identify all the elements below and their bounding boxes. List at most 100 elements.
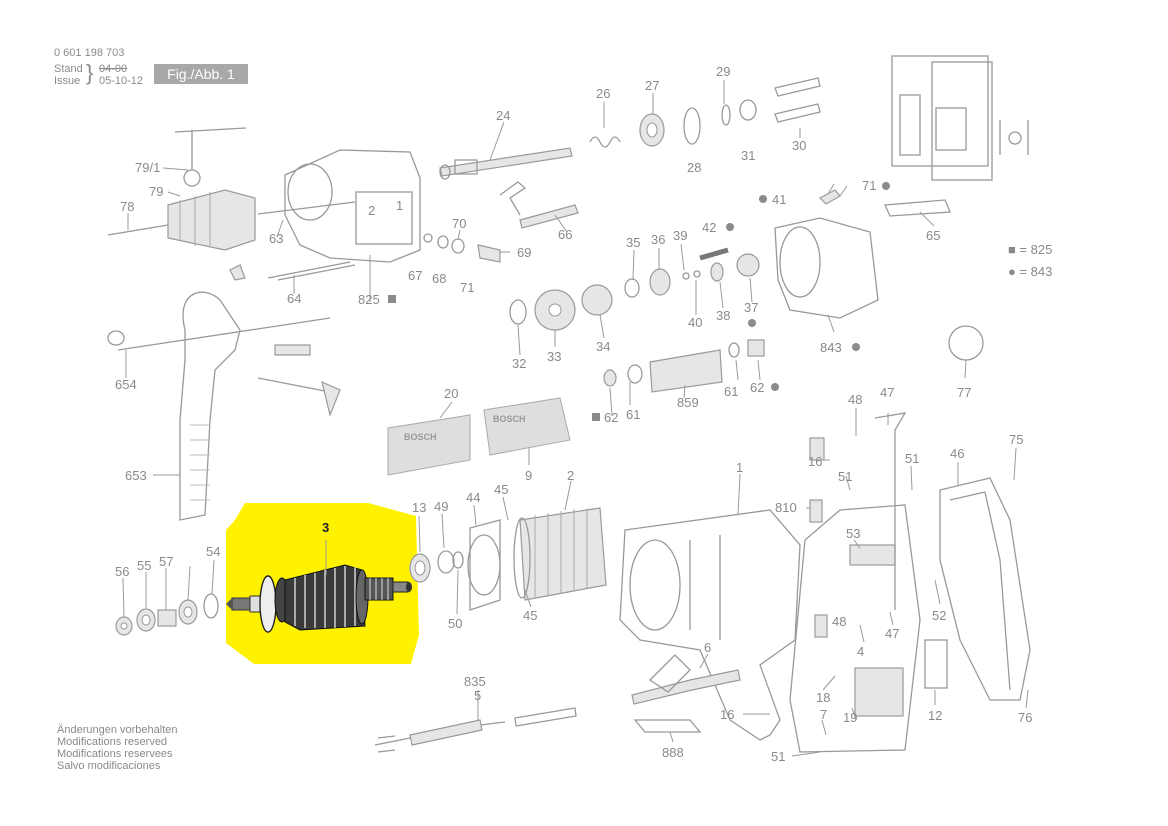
nameplate-text-left: BOSCH (404, 432, 437, 442)
callout-888: 888 (662, 745, 684, 760)
note-de: Änderungen vorbehalten (57, 724, 178, 736)
callout-653: 653 (125, 468, 147, 483)
callouts: 24 26 27 29 28 31 30 79/1 79 78 63 66 70… (115, 64, 1032, 764)
issue-date: 05-10-12 (99, 75, 144, 87)
stand-label: Stand (54, 63, 83, 75)
callout-71-b: 71 (862, 178, 876, 193)
callout-76: 76 (1018, 710, 1032, 725)
callout-47-b: 47 (885, 626, 899, 641)
callout-2: 2 (567, 468, 574, 483)
main-housing (619, 509, 801, 741)
callout-75: 75 (1009, 432, 1023, 447)
callout-29: 29 (716, 64, 730, 79)
callout-55: 55 (137, 558, 151, 573)
callout-51-b: 51 (905, 451, 919, 466)
figure-label: Fig./Abb. 1 (154, 64, 248, 84)
callout-53: 53 (846, 526, 860, 541)
callout-1: 1 (736, 460, 743, 475)
spindle (439, 147, 573, 180)
callout-20: 20 (444, 386, 458, 401)
callout-16-a: 16 (808, 454, 822, 469)
callout-9: 9 (525, 468, 532, 483)
callout-52: 52 (932, 608, 946, 623)
callout-77: 77 (957, 385, 971, 400)
callout-49: 49 (434, 499, 448, 514)
callout-38: 38 (716, 308, 730, 323)
modification-notes: Änderungen vorbehalten Modifications res… (57, 724, 177, 772)
callout-68: 68 (432, 271, 446, 286)
callout-48-b: 48 (832, 614, 846, 629)
callout-34: 34 (596, 339, 610, 354)
callout-36: 36 (651, 232, 665, 247)
circle-marker-icon (882, 182, 890, 190)
nameplates: BOSCH BOSCH (387, 397, 571, 476)
callout-13: 13 (412, 500, 426, 515)
callout-24: 24 (496, 108, 510, 123)
circle-marker-icon (771, 383, 779, 391)
callout-12: 12 (928, 708, 942, 723)
callout-56: 56 (115, 564, 129, 579)
nameplate-text-right: BOSCH (493, 414, 526, 424)
wiring-schematic (891, 55, 1029, 181)
spindle-parts (589, 77, 821, 148)
callout-30: 30 (792, 138, 806, 153)
callout-41: 41 (772, 192, 786, 207)
callout-654: 654 (115, 377, 137, 392)
leader-lines (122, 80, 1029, 757)
callout-61-a: 61 (626, 407, 640, 422)
callout-64: 64 (287, 291, 301, 306)
callout-18: 18 (816, 690, 830, 705)
circle-marker-icon (852, 343, 860, 351)
callout-69: 69 (517, 245, 531, 260)
gears (509, 247, 760, 331)
callout-825: 825 (358, 292, 380, 307)
callout-27: 27 (645, 78, 659, 93)
callout-46: 46 (950, 446, 964, 461)
callout-57: 57 (159, 554, 173, 569)
handle-shell (939, 477, 1031, 701)
callout-4: 4 (857, 644, 864, 659)
callout-16-b: 16 (720, 707, 734, 722)
callout-33: 33 (547, 349, 561, 364)
callout-48-a: 48 (848, 392, 862, 407)
power-cord (374, 654, 741, 753)
callout-51-c: 51 (771, 749, 785, 764)
stand-struck: 04-00 (99, 63, 128, 75)
callout-63: 63 (269, 231, 283, 246)
legend-circle: ● = 843 (1008, 264, 1053, 279)
callout-78: 78 (120, 199, 134, 214)
svg-text:2: 2 (368, 203, 375, 218)
callout-3-highlighted: 3 (322, 520, 329, 535)
note-fr: Modifications reservees (57, 748, 173, 760)
callout-45-a: 45 (494, 482, 508, 497)
chuck (107, 127, 256, 251)
legend-square: ■ = 825 (1008, 242, 1053, 257)
callout-6: 6 (704, 640, 711, 655)
callout-47-a: 47 (880, 385, 894, 400)
callout-62-a: 62 (750, 380, 764, 395)
note-es: Salvo modificaciones (57, 760, 161, 772)
callout-32: 32 (512, 356, 526, 371)
callout-62-b: 62 (604, 410, 618, 425)
callout-71-a: 71 (460, 280, 474, 295)
part-number: 0 601 198 703 (54, 47, 125, 59)
switch-assembly (789, 412, 948, 753)
callout-810: 810 (775, 500, 797, 515)
callout-5: 5 (474, 688, 481, 703)
callout-79-1: 79/1 (135, 160, 160, 175)
intermediate-shaft (603, 339, 765, 393)
callout-37: 37 (744, 300, 758, 315)
callout-31: 31 (741, 148, 755, 163)
callout-42: 42 (702, 220, 716, 235)
callout-70: 70 (452, 216, 466, 231)
note-en: Modifications reserved (57, 736, 168, 748)
callout-67: 67 (408, 268, 422, 283)
field-housing (467, 507, 607, 611)
callout-28: 28 (687, 160, 701, 175)
circle-marker-icon (726, 223, 734, 231)
bearing-right (409, 550, 464, 583)
callout-54: 54 (206, 544, 220, 559)
motor-housing (774, 189, 951, 319)
callout-40: 40 (688, 315, 702, 330)
